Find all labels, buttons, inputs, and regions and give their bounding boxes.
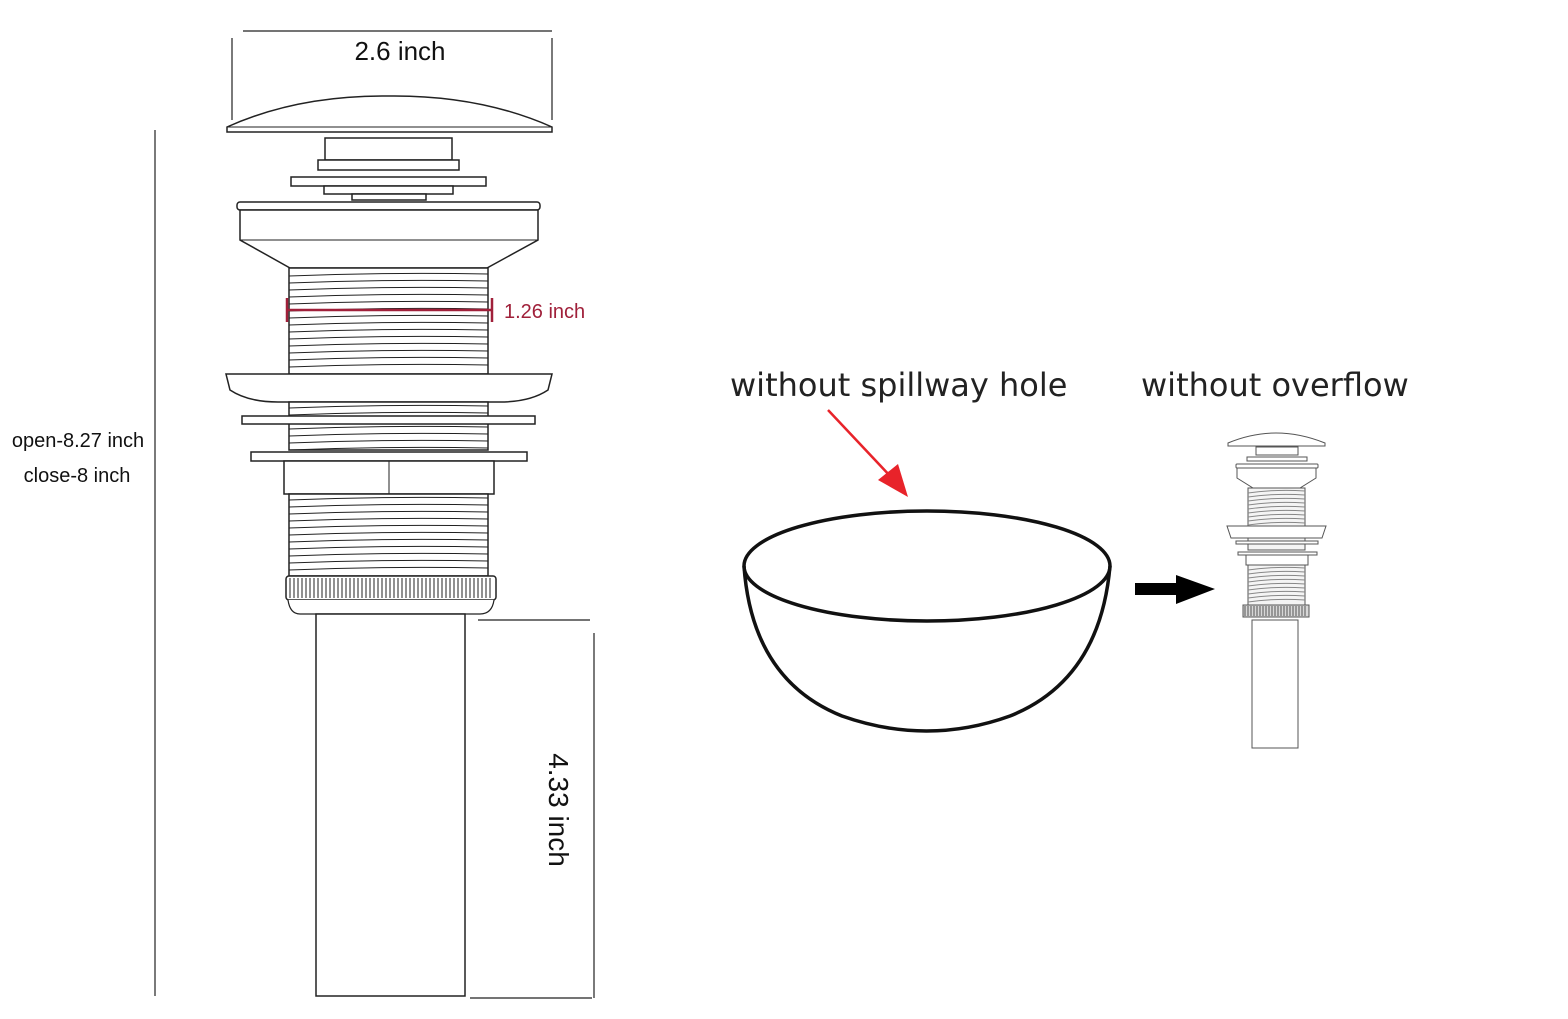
upper-thread-body: [288, 267, 489, 375]
thread-line: [1247, 505, 1306, 510]
thread-line: [1247, 594, 1306, 599]
thread-line: [1247, 570, 1306, 575]
thread-line: [1247, 574, 1306, 579]
drain-note-label: without overflow: [1141, 366, 1409, 404]
main-drain-drawing: [225, 95, 553, 997]
mid-threads: [288, 404, 489, 451]
mounting-plate-2: [250, 451, 528, 462]
thread-line: [288, 272, 489, 277]
thread-line: [288, 559, 489, 564]
thread-line: [288, 545, 489, 550]
thread-line: [288, 524, 489, 529]
thread-line: [288, 356, 489, 361]
vessel-sink-bowl: [742, 509, 1112, 733]
bowl-body: [742, 565, 1112, 733]
thread-line: [1247, 590, 1306, 595]
small-drain-drawing: [1226, 432, 1327, 749]
tailpiece-pipe: [315, 613, 466, 997]
thread-line: [288, 328, 489, 333]
thread-line: [1247, 582, 1306, 587]
width-label: 2.6 inch: [354, 36, 445, 66]
knurl-lines: [289, 578, 491, 598]
thread-line: [288, 552, 489, 557]
thread-line: [288, 517, 489, 522]
thread-line: [1247, 513, 1306, 518]
thread-line: [1247, 497, 1306, 502]
rubber-washer: [225, 373, 553, 403]
height-open-label: open-8.27 inch: [12, 430, 144, 452]
thread-line: [1247, 509, 1306, 514]
thread-line: [288, 425, 489, 430]
thread-line: [1247, 521, 1306, 526]
thread-line: [288, 432, 489, 437]
upper-threads: [288, 272, 489, 368]
tail-length-label: 4.33 inch: [543, 753, 574, 867]
drain-cap: [226, 95, 553, 133]
thread-line: [288, 286, 489, 291]
thread-line: [1247, 489, 1306, 494]
red-pointer-arrow: [827, 409, 908, 497]
thread-line: [288, 321, 489, 326]
thread-line: [288, 566, 489, 571]
thread-line: [288, 496, 489, 501]
thread-line: [1247, 598, 1306, 603]
height-close-label: close-8 inch: [24, 465, 131, 487]
top-flange: [236, 201, 541, 211]
flange-cone: [239, 209, 539, 269]
lower-threads: [288, 496, 489, 571]
thread-line: [288, 279, 489, 284]
thread-line: [1247, 578, 1306, 583]
thread-line: [288, 349, 489, 354]
thread-line: [1247, 517, 1306, 522]
thread-diameter-label: 1.26 inch: [504, 301, 585, 323]
black-arrow: [1135, 575, 1215, 604]
thread-line: [288, 446, 489, 451]
thread-line: [288, 411, 489, 416]
thread-line: [288, 404, 489, 409]
thread-line: [288, 531, 489, 536]
drain-stem: [324, 137, 453, 161]
thread-line: [1247, 501, 1306, 506]
bowl-rim: [742, 509, 1112, 623]
bowl-note-label: without spillway hole: [730, 366, 1067, 404]
thread-line: [288, 293, 489, 298]
dimension-lines: [154, 30, 595, 999]
thread-line: [288, 314, 489, 319]
thread-line: [288, 300, 489, 305]
thread-line: [288, 439, 489, 444]
thread-diameter-dimension: [285, 298, 494, 322]
thread-line: [1247, 586, 1306, 591]
thread-line: [288, 363, 489, 368]
thread-line: [288, 335, 489, 340]
thread-line: [1247, 566, 1306, 571]
thread-line: [1247, 493, 1306, 498]
mounting-plate-1: [241, 415, 536, 425]
thread-line: [288, 503, 489, 508]
thread-line: [288, 342, 489, 347]
thread-line: [288, 510, 489, 515]
thread-line: [288, 538, 489, 543]
